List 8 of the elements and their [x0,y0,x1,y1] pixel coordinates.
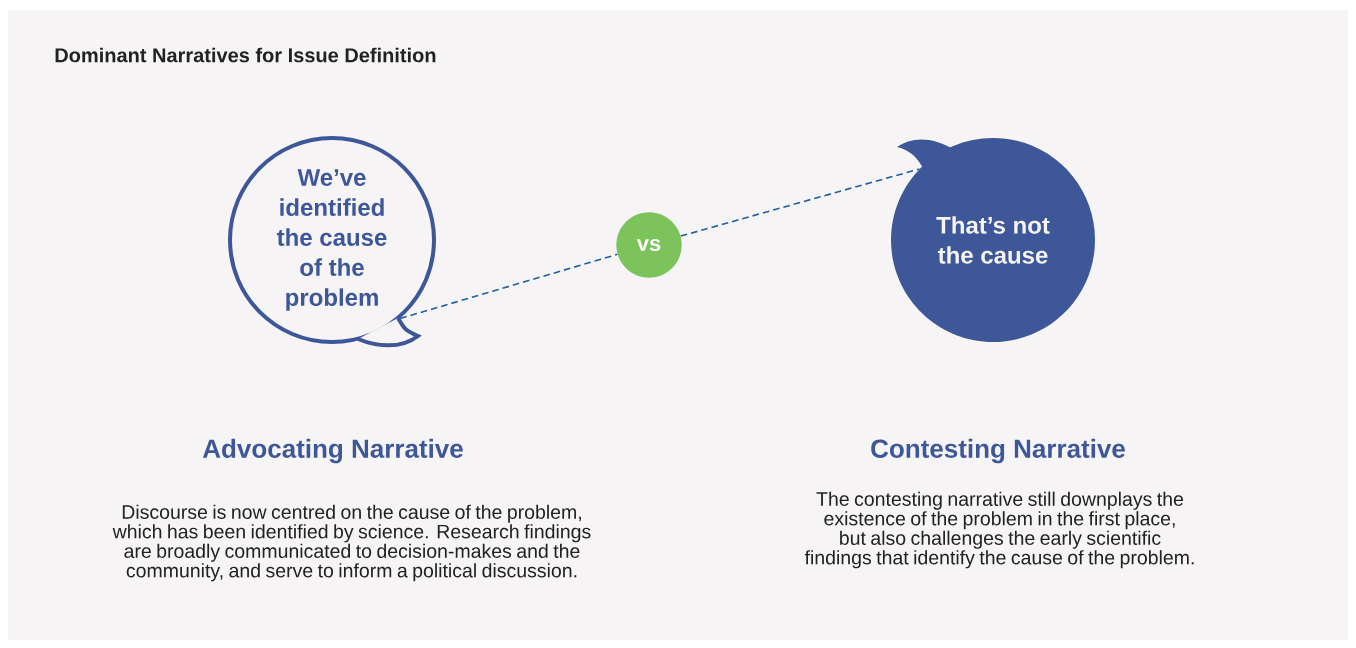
description: The contesting narrative still downplays the existence of the problem in the first place, but also challenges the early scientific findings that identify the cause of the problem. [804,491,1194,569]
connector-line [679,168,921,237]
heading: Contesting Narrative [871,438,1125,464]
title: Dominant Narratives for Issue Definition [55,47,436,63]
speech-bubble: That’s not the cause [891,138,1095,342]
description: Discourse is now centred on the cause of the problem, which has been identified by science. Research findings are broadly communicated to decision-makes and the community, and serve to inform a political discussion. [112,504,591,582]
speech-bubble: We’ve identified the cause of the problem [228,136,436,348]
heading: Advocating Narrative [202,438,463,464]
